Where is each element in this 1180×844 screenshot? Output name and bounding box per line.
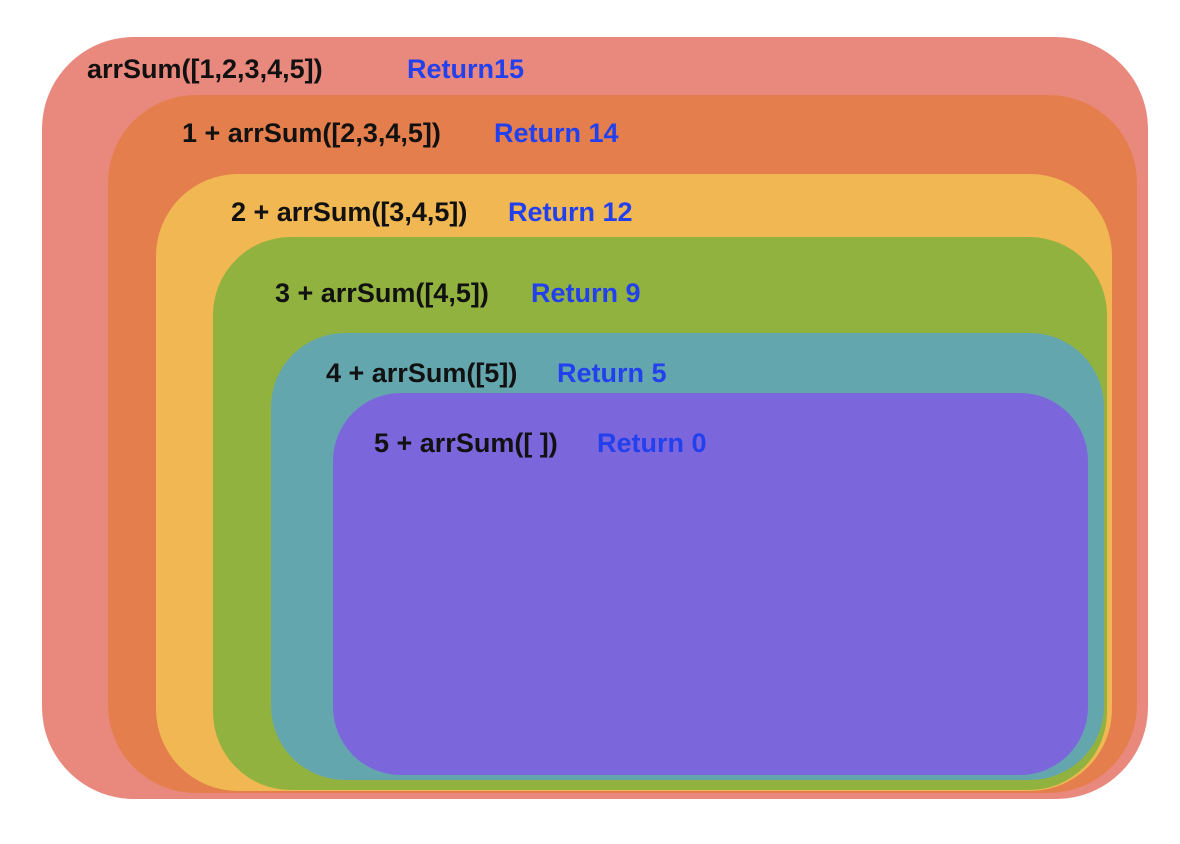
level-3-call-label: 2 + arrSum([3,4,5]) [231, 197, 468, 227]
level-1-call-label: arrSum([1,2,3,4,5]) [87, 54, 323, 84]
level-3-return-label: Return 12 [508, 197, 633, 227]
level-2-return-label: Return 14 [494, 118, 619, 148]
level-2-call-label: 1 + arrSum([2,3,4,5]) [182, 118, 441, 148]
level-6-return-label: Return 0 [597, 428, 707, 458]
level-5-return-label: Return 5 [557, 358, 667, 388]
level-4-return-label: Return 9 [531, 278, 641, 308]
level-5-call-label: 4 + arrSum([5]) [326, 358, 518, 388]
level-1-return-label: Return15 [407, 54, 525, 84]
level-6-box [333, 393, 1088, 775]
level-4-call-label: 3 + arrSum([4,5]) [275, 278, 489, 308]
level-6-call-label: 5 + arrSum([ ]) [374, 428, 558, 458]
